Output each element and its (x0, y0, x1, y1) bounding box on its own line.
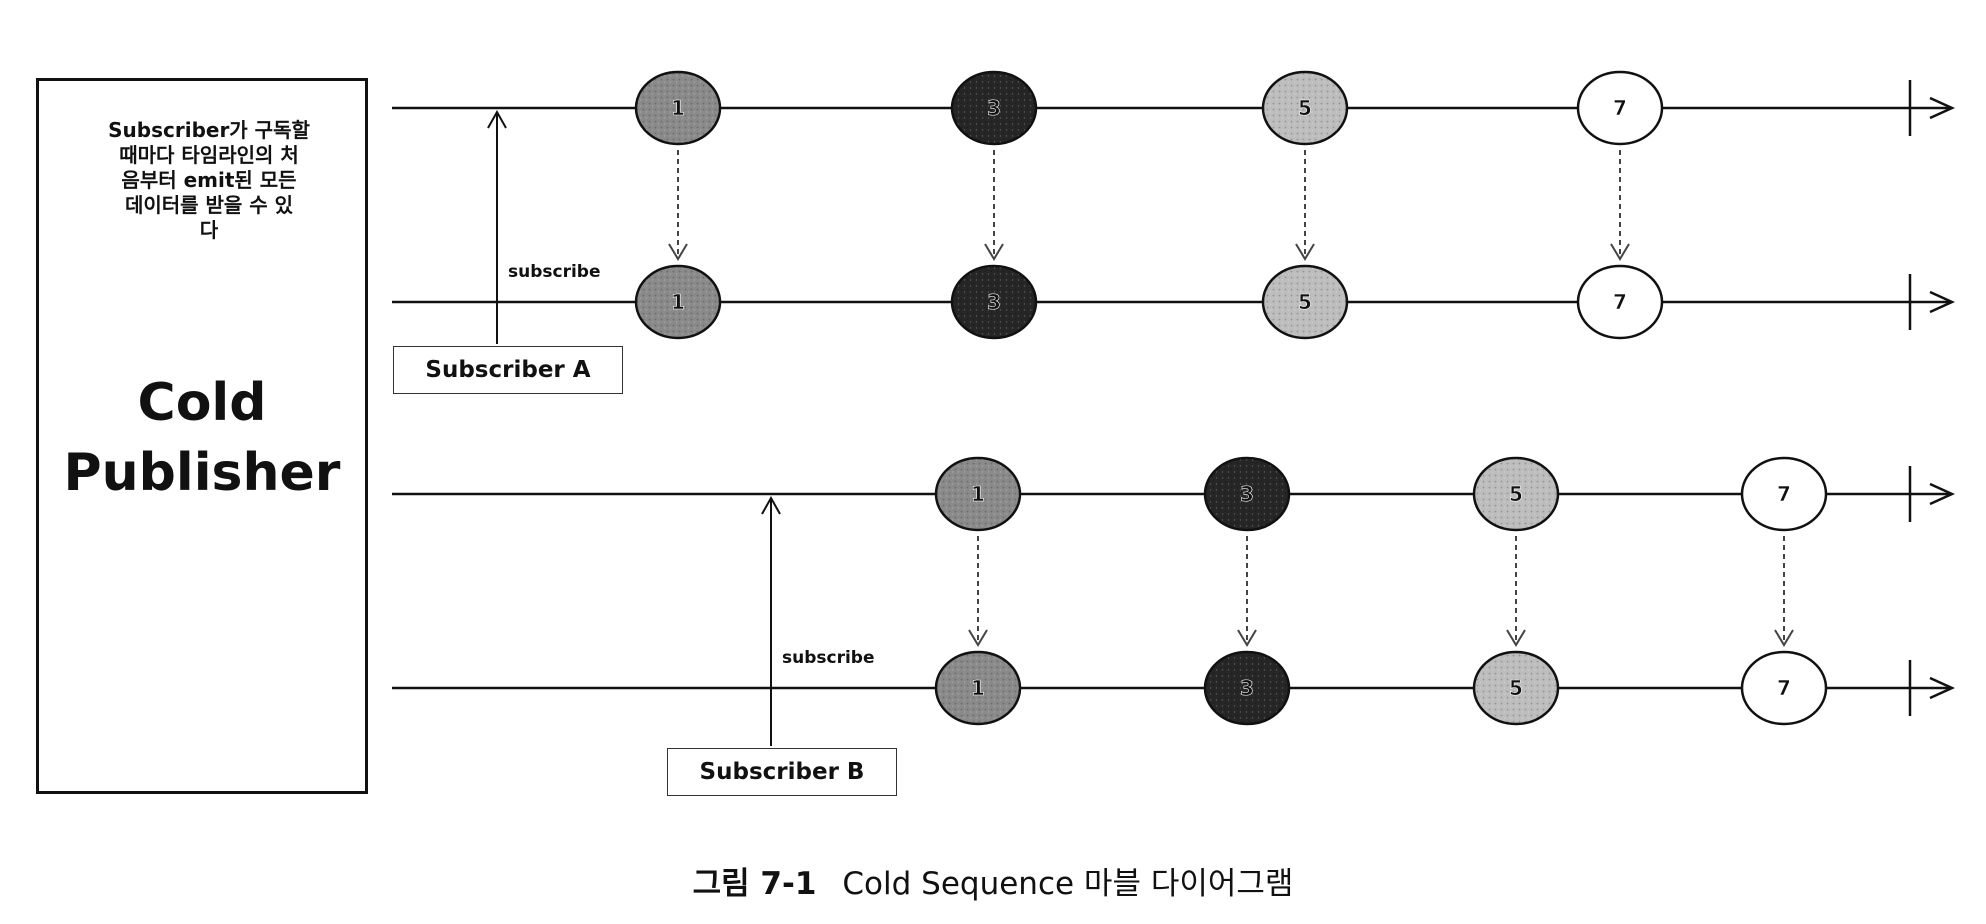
marble-5-b-src: 5 (1472, 456, 1560, 532)
marble-7-a-sub: 7 (1576, 264, 1664, 340)
marble-5-a-sub: 5 (1261, 264, 1349, 340)
timeline-source-a (392, 80, 1956, 136)
note-line-5: 다 (199, 218, 219, 242)
marble-3-b-sub: 3 (1203, 650, 1291, 726)
marble-label: 5 (1298, 96, 1312, 120)
marble-1-b-sub: 1 (934, 650, 1022, 726)
subscribe-arrow-b (761, 495, 781, 746)
publisher-title-line-1: Cold (137, 373, 267, 433)
subscriber-b-box: Subscriber B (667, 748, 897, 796)
emit-arrow (968, 536, 988, 647)
marble-5-a-src: 5 (1261, 70, 1349, 146)
marbles: 1 1 3 3 5 5 7 7 1 1 3 3 5 5 7 7 (634, 70, 1828, 726)
emit-arrow (1506, 536, 1526, 647)
marble-3-a-src: 3 (950, 70, 1038, 146)
marble-3-a-sub: 3 (950, 264, 1038, 340)
marble-label: 1 (671, 96, 685, 120)
emit-arrow (1295, 150, 1315, 261)
figure-title: Cold Sequence 마블 다이어그램 (842, 866, 1294, 902)
marble-7-b-src: 7 (1740, 456, 1828, 532)
timeline-subscriber-b (392, 660, 1956, 716)
marble-5-b-sub: 5 (1472, 650, 1560, 726)
marble-label: 3 (1240, 482, 1254, 506)
note-line-3: 음부터 emit된 모든 (121, 168, 297, 192)
marble-label: 1 (671, 290, 685, 314)
marble-label: 7 (1613, 290, 1627, 314)
marble-7-b-sub: 7 (1740, 650, 1828, 726)
timeline-subscriber-a (392, 274, 1956, 330)
publisher-title-line-2: Publisher (63, 443, 341, 503)
speech-bubble-text: Subscriber가 구독할 때마다 타임라인의 처 음부터 emit된 모든… (64, 118, 354, 243)
subscriber-a-box: Subscriber A (393, 346, 623, 394)
marble-7-a-src: 7 (1576, 70, 1664, 146)
subscribe-label-a: subscribe (508, 262, 601, 282)
figure-number: 그림 7-1 (692, 866, 817, 902)
marble-3-b-src: 3 (1203, 456, 1291, 532)
marble-label: 7 (1777, 482, 1791, 506)
marble-label: 1 (971, 482, 985, 506)
emission-arrows (668, 150, 1794, 647)
cold-publisher-panel (36, 78, 368, 794)
marble-label: 3 (987, 290, 1001, 314)
marble-label: 7 (1777, 676, 1791, 700)
marble-label: 1 (971, 676, 985, 700)
emit-arrow (984, 150, 1004, 261)
figure-caption: 그림 7-1 Cold Sequence 마블 다이어그램 (0, 858, 1986, 903)
timeline-source-b (392, 466, 1956, 522)
subscribe-label-b: subscribe (782, 648, 875, 668)
marble-1-a-src: 1 (634, 70, 722, 146)
marble-label: 5 (1509, 676, 1523, 700)
subscribe-arrow-a (487, 109, 507, 344)
note-line-4: 데이터를 받을 수 있 (124, 193, 294, 217)
marble-label: 5 (1509, 482, 1523, 506)
marble-1-b-src: 1 (934, 456, 1022, 532)
marble-label: 3 (987, 96, 1001, 120)
emit-arrow (668, 150, 688, 261)
marble-label: 3 (1240, 676, 1254, 700)
emit-arrow (1237, 536, 1257, 647)
marble-label: 5 (1298, 290, 1312, 314)
note-line-2: 때마다 타임라인의 처 (119, 143, 299, 167)
emit-arrow (1610, 150, 1630, 261)
marble-label: 7 (1613, 96, 1627, 120)
marble-1-a-sub: 1 (634, 264, 722, 340)
note-line-1: Subscriber가 구독할 (108, 118, 310, 142)
publisher-title: Cold Publisher (40, 368, 364, 508)
emit-arrow (1774, 536, 1794, 647)
